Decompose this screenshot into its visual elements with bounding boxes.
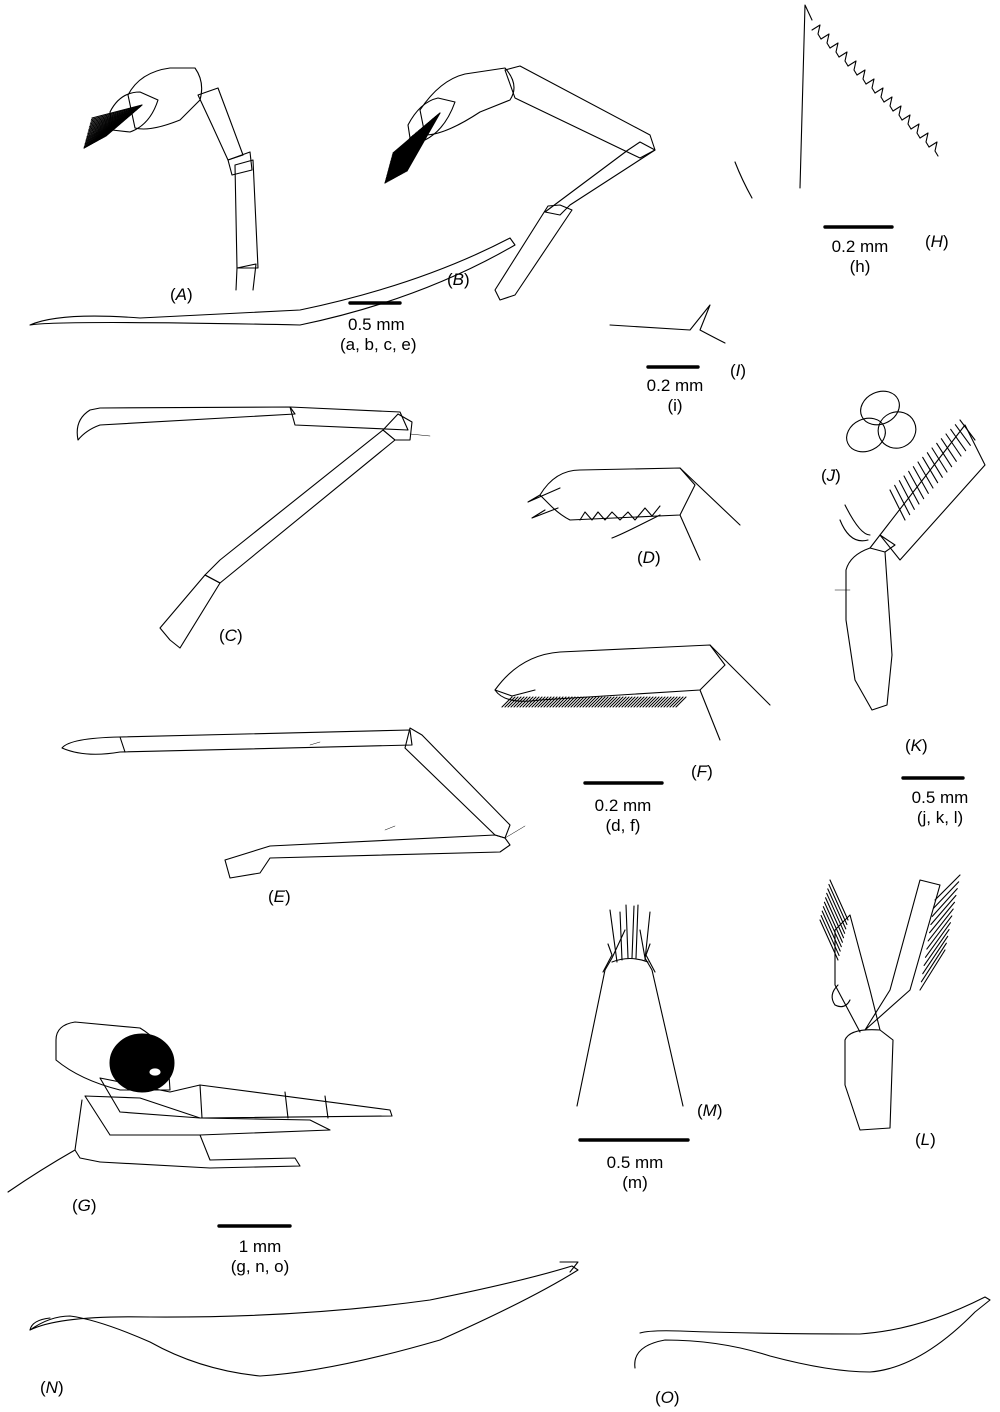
drawing-c-pereiopod [76, 406, 431, 649]
scale-bar-m-length: 0.5 mm [606, 1153, 664, 1172]
panel-label-d: (D) [637, 548, 661, 567]
scale-bar-jkl-panels: (j, k, l) [916, 808, 964, 827]
panel-label-h: (H) [925, 232, 949, 251]
panel-label-g: (G) [72, 1196, 97, 1215]
drawing-i-spine [609, 304, 726, 344]
drawing-a-pereiopod [83, 67, 259, 291]
drawing-f-chela [494, 644, 771, 741]
scale-bar-m-panels: (m) [622, 1173, 648, 1192]
drawing-l-pleopod [819, 874, 961, 1131]
panel-label-n: (N) [40, 1378, 64, 1397]
drawing-o-rostrum [634, 1296, 991, 1373]
scale-bar-abce-panels: (a, b, c, e) [340, 335, 417, 354]
drawing-m-telson [576, 904, 684, 1107]
drawing-d-dactylus [527, 467, 741, 561]
drawing-k-pleopod [834, 419, 986, 711]
panel-label-o: (O) [655, 1388, 680, 1407]
scale-bar-df-panels: (d, f) [605, 816, 641, 835]
drawing-e-pereiopod [61, 727, 526, 879]
scale-bar-i-panels: (i) [667, 396, 683, 415]
panel-label-m: (M) [697, 1101, 723, 1120]
panel-label-b: (B) [447, 270, 470, 289]
scale-bar-m: 0.5 mm (m) [590, 1153, 680, 1193]
drawing-g-rostrum [7, 237, 516, 1193]
panel-label-c: (C) [219, 626, 243, 645]
panel-label-l: (L) [915, 1130, 936, 1149]
scale-bar-gno-panels: (g, n, o) [230, 1257, 290, 1276]
scale-bar-jkl-length: 0.5 mm [911, 788, 969, 807]
scale-bar-abce-length: 0.5 mm [348, 315, 405, 334]
drawing-n-rostrum [29, 1261, 579, 1377]
scale-bar-h-panels: (h) [849, 257, 871, 276]
scale-bar-df-length: 0.2 mm [594, 796, 652, 815]
scale-bar-i-length: 0.2 mm [646, 376, 704, 395]
panel-label-f: (F) [691, 762, 713, 781]
panel-label-a: (A) [170, 285, 193, 304]
scale-bar-df: 0.2 mm (d, f) [578, 796, 668, 836]
scale-bar-jkl: 0.5 mm (j, k, l) [890, 788, 990, 828]
panel-label-k: (K) [905, 736, 928, 755]
scale-bar-h-length: 0.2 mm [831, 237, 889, 256]
panel-label-e: (E) [268, 887, 291, 906]
scale-bar-h: 0.2 mm (h) [820, 237, 900, 277]
panel-label-i: (I) [730, 361, 747, 380]
scale-bar-i: 0.2 mm (i) [630, 376, 720, 416]
drawing-h-rostral-teeth [734, 4, 939, 199]
drawing-b-pereiopod [384, 65, 656, 301]
scale-bar-abce: 0.5 mm (a, b, c, e) [330, 315, 470, 355]
scale-bar-gno: 1 mm (g, n, o) [205, 1237, 315, 1277]
drawing-j-eggs [846, 390, 917, 453]
scale-bar-gno-length: 1 mm [238, 1237, 282, 1256]
panel-label-j: (J) [821, 466, 841, 485]
